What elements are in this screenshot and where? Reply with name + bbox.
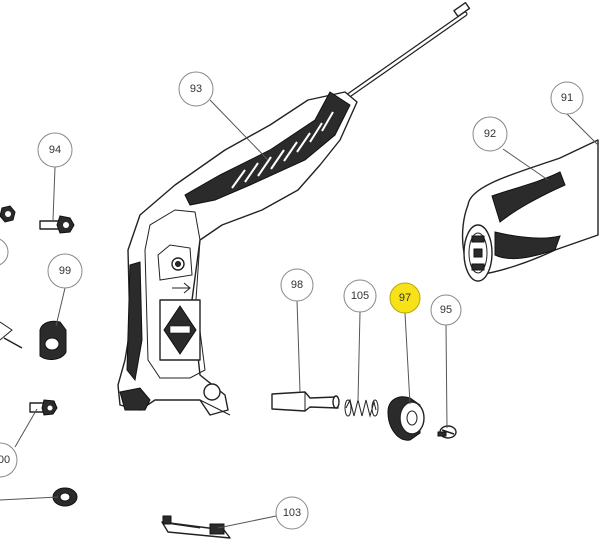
nut-small	[0, 205, 16, 223]
svg-text:92: 92	[484, 128, 496, 140]
callout-93: 93	[178, 71, 214, 107]
callout-91: 91	[550, 81, 584, 115]
callout-97: 97	[389, 282, 421, 314]
callout-100: 00	[0, 442, 18, 478]
callout-99: 99	[47, 253, 83, 289]
washer-bottom	[52, 487, 78, 507]
callout-98: 98	[280, 268, 314, 302]
svg-text:94: 94	[49, 144, 61, 156]
callout-95: 95	[430, 294, 462, 326]
pin-left	[0, 321, 23, 349]
clip-99	[39, 320, 67, 360]
svg-text:93: 93	[190, 83, 202, 95]
callout-97-highlight	[389, 282, 421, 314]
svg-text:91: 91	[561, 92, 573, 104]
bolt-100	[29, 399, 58, 416]
lance-rod	[342, 2, 471, 101]
callout-92: 92	[472, 116, 508, 152]
callout-105: 105	[343, 279, 377, 313]
callout-partial-left	[0, 238, 9, 266]
leader-lines	[0, 99, 599, 529]
valve-pin-98	[271, 391, 340, 412]
svg-text:98: 98	[291, 279, 303, 291]
screw-95	[437, 425, 457, 439]
svg-text:103: 103	[283, 507, 301, 519]
spray-gun-body	[117, 91, 358, 416]
svg-text:97: 97	[399, 292, 411, 304]
plate-103	[161, 515, 231, 539]
spring-105	[344, 398, 379, 418]
grip-ribs	[231, 111, 334, 189]
callout-94: 94	[37, 132, 73, 168]
nozzle-head	[461, 139, 599, 282]
svg-text:105: 105	[351, 290, 369, 302]
knob-97	[387, 396, 425, 441]
svg-text:95: 95	[440, 304, 452, 316]
svg-text:00: 00	[0, 454, 10, 466]
callout-103: 103	[275, 496, 309, 530]
screw-94	[39, 215, 75, 234]
svg-text:99: 99	[59, 265, 71, 277]
